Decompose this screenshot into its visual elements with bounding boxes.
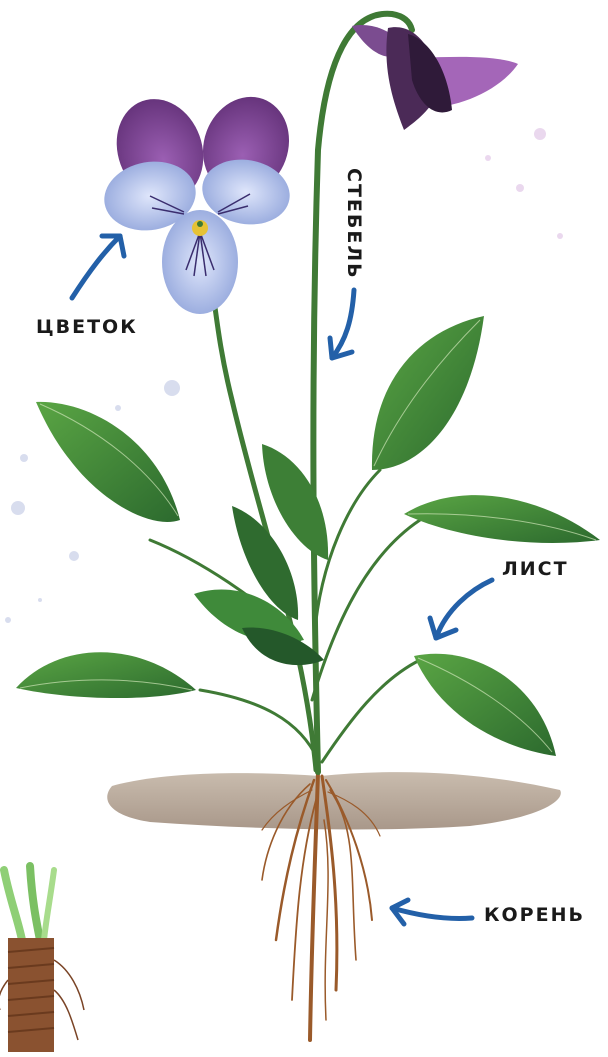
leaf-right-upper — [372, 316, 484, 470]
label-root: КОРЕНЬ — [484, 904, 585, 926]
leaf-right-lower — [414, 654, 556, 756]
arrow-leaf-icon — [436, 580, 492, 638]
arrow-stem-icon — [332, 290, 354, 358]
label-stem: СТЕБЕЛЬ — [343, 168, 365, 280]
soil-patch — [107, 772, 561, 829]
label-flower: ЦВЕТОК — [36, 316, 138, 338]
pansy-flower — [99, 85, 303, 314]
leaf-left-lower — [16, 652, 196, 698]
arrow-root-icon — [392, 908, 472, 919]
arrow-flower-icon — [72, 236, 120, 298]
label-leaf: ЛИСТ — [502, 558, 569, 580]
leaf-right-middle — [404, 495, 600, 543]
leaves — [16, 316, 600, 756]
pansy-bud — [352, 25, 518, 130]
leaf-left-upper — [36, 402, 180, 522]
root-closeup — [0, 866, 84, 1052]
